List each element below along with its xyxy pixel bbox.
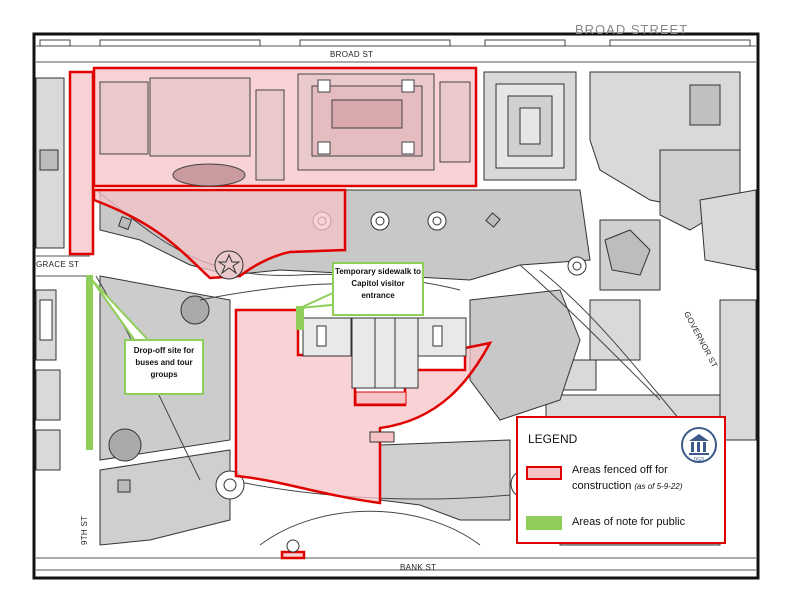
north-block-buildings	[99, 73, 471, 187]
temporary-sidewalk	[296, 306, 304, 330]
fenced-north-lawn	[92, 188, 347, 280]
street-label-bank: BANK ST	[400, 563, 437, 572]
svg-text:DGS: DGS	[694, 457, 706, 463]
callout-temporary-sidewalk: Temporary sidewalk to Capitol visitor en…	[332, 262, 424, 316]
fenced-bank-entry	[280, 550, 306, 560]
capitol-building	[302, 317, 467, 443]
bank-street	[36, 557, 756, 571]
west-buildings	[35, 77, 65, 471]
grace-street	[36, 255, 90, 277]
public-areas	[86, 275, 304, 450]
callout-dropoff-site: Drop-off site for buses and tour groups	[124, 339, 204, 395]
legend-title: LEGEND	[528, 432, 578, 446]
broad-street	[36, 39, 756, 63]
legend-fenced-entry: Areas fenced off for construction (as of…	[572, 462, 724, 495]
street-label-broad-faded: BROAD STREET	[575, 22, 689, 37]
street-label-9th: 9TH ST	[80, 515, 89, 545]
dropoff-lane	[86, 275, 93, 450]
street-label-grace: GRACE ST	[36, 260, 80, 269]
map-legend: LEGEND DGS Areas fenced off for construc…	[516, 416, 726, 544]
fenced-south-lawn	[234, 308, 493, 505]
legend-fenced-note: (as of 5-9-22)	[634, 482, 683, 491]
street-label-broad: BROAD ST	[330, 50, 374, 59]
legend-fenced-label: Areas fenced off for construction	[572, 464, 668, 492]
east-buildings	[483, 71, 757, 441]
agency-seal-icon: DGS	[680, 426, 718, 464]
legend-public-label: Areas of note for public	[572, 516, 686, 528]
site-features	[117, 212, 501, 553]
fenced-strip-grace	[68, 70, 95, 256]
legend-swatch-public	[526, 516, 562, 530]
star-monument-icon	[214, 250, 244, 280]
legend-swatch-fenced	[526, 466, 562, 480]
